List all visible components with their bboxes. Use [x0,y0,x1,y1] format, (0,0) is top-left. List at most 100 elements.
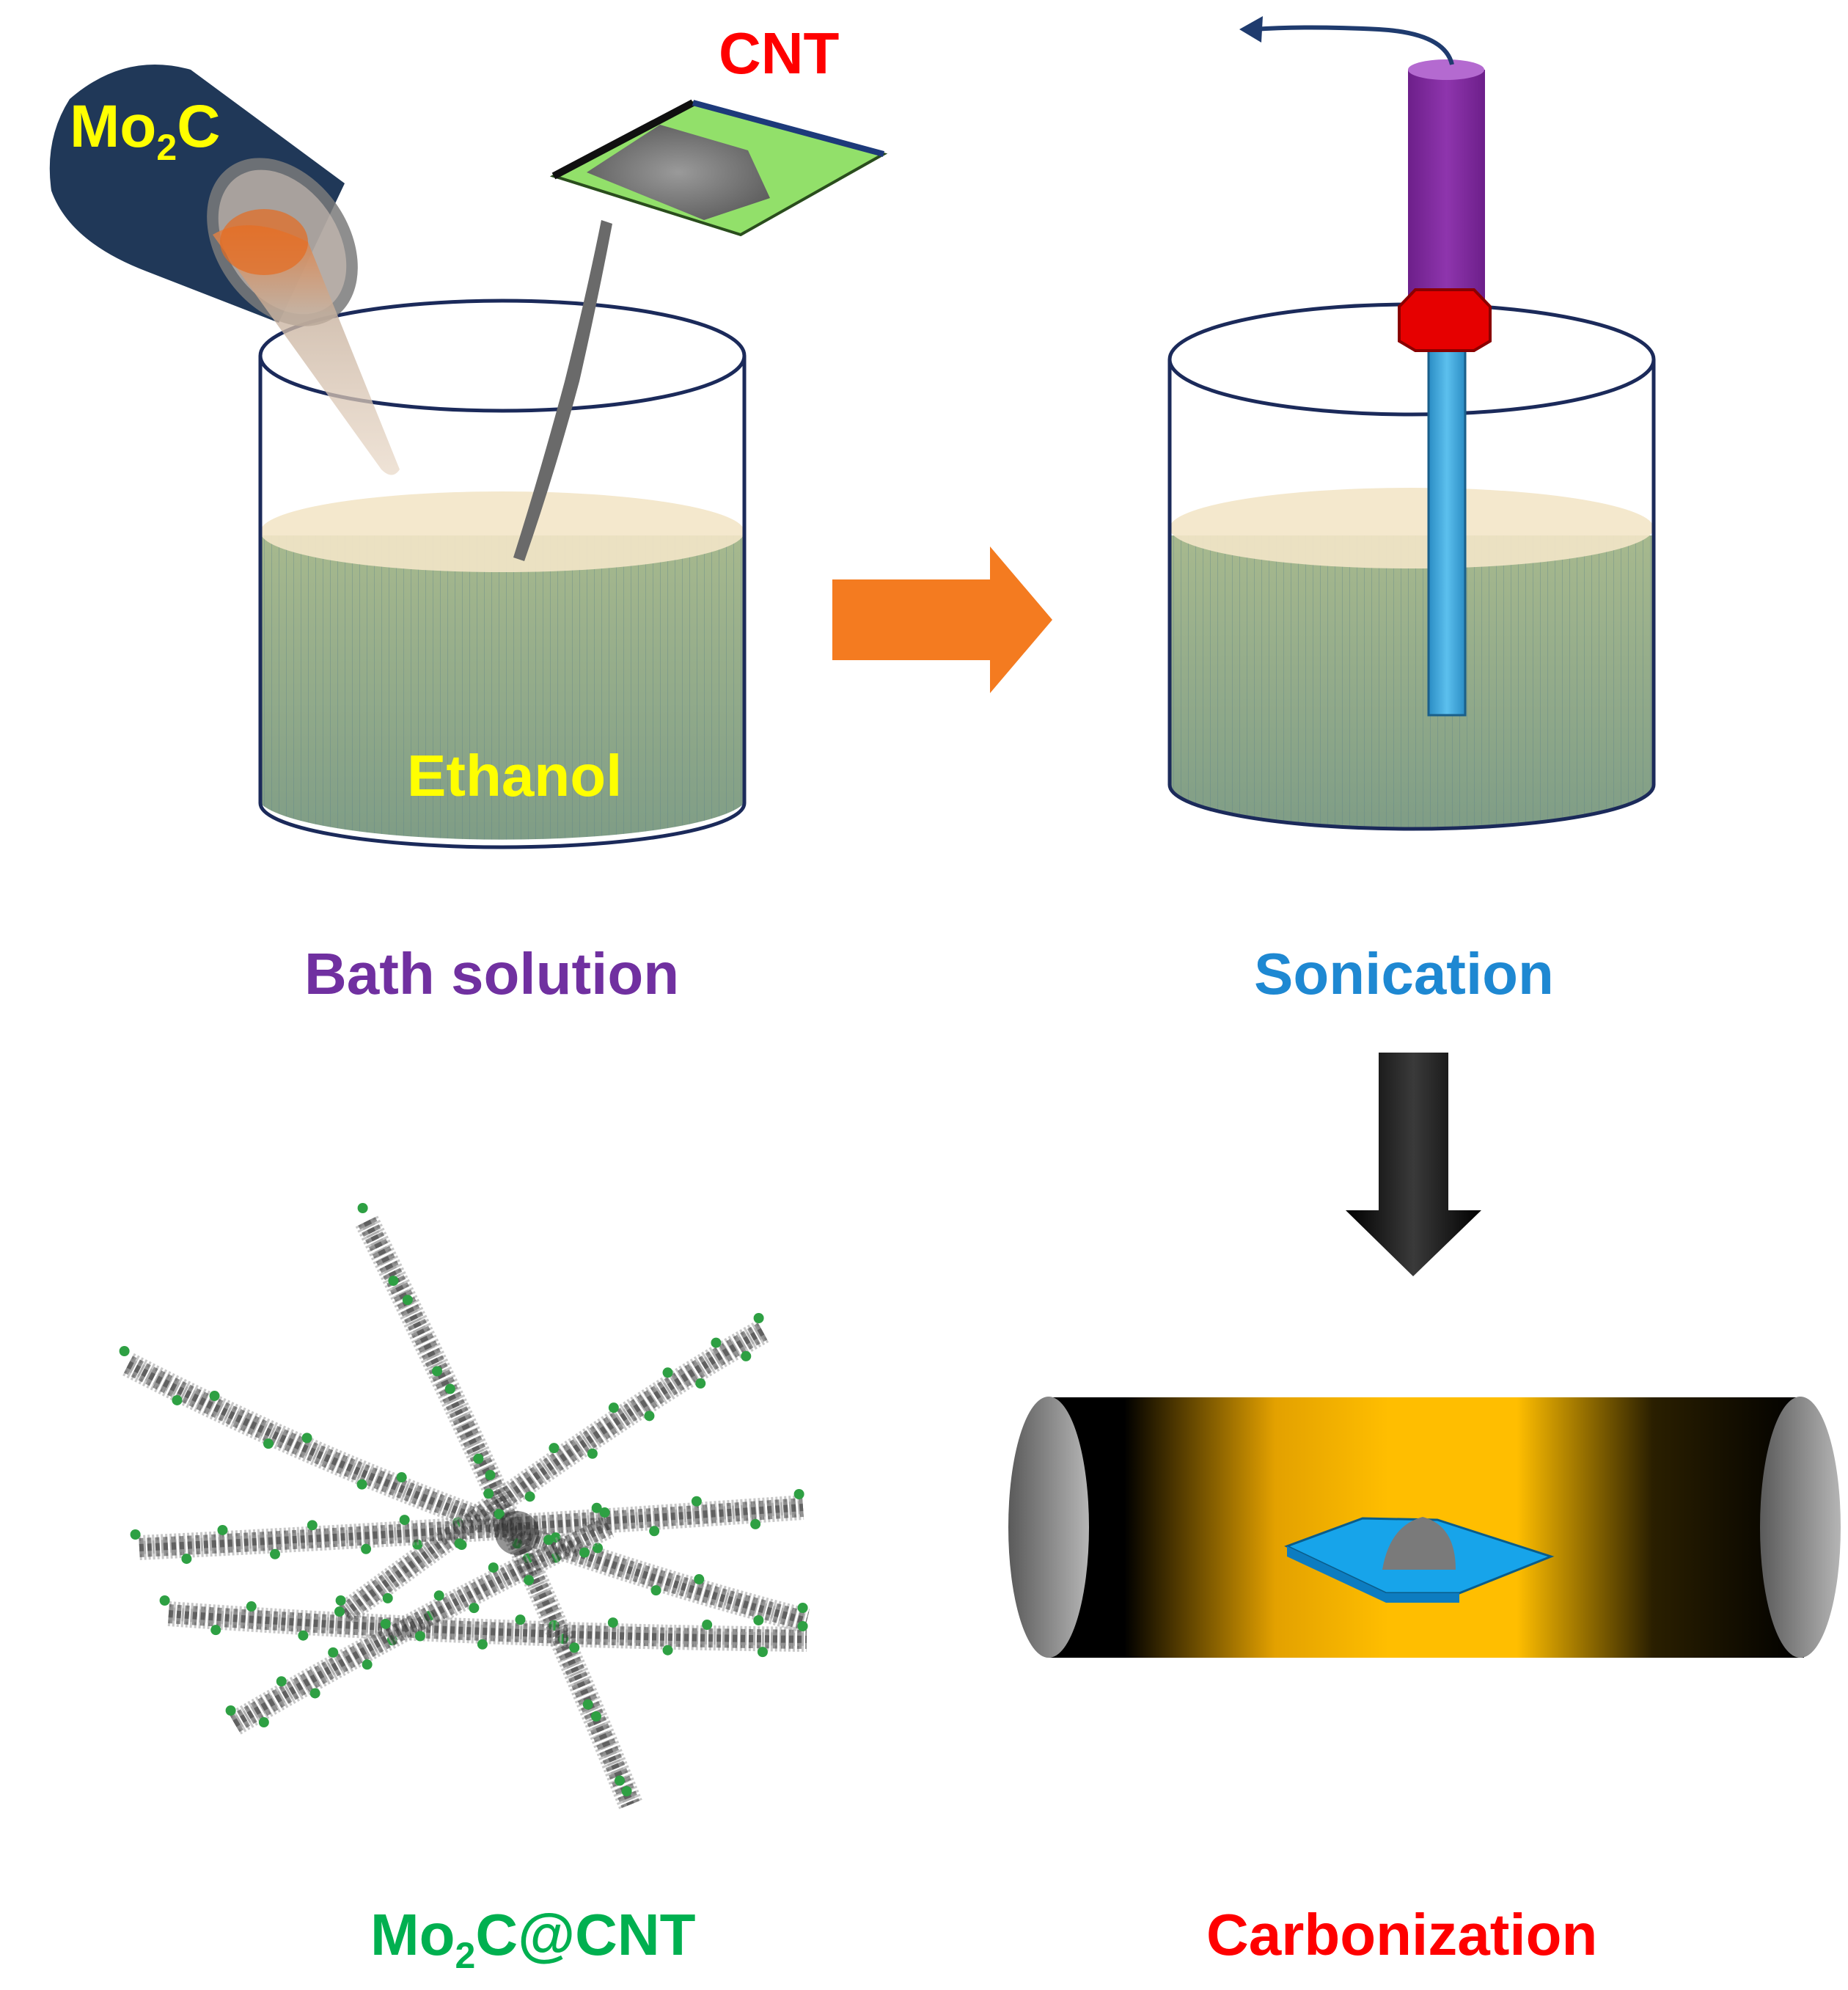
ethanol-label: Ethanol [407,743,622,808]
mo2c-nanoparticle [263,1438,274,1449]
mo2c-nanoparticle [181,1554,192,1565]
carbonization-caption: Carbonization [1206,1902,1597,1967]
mo2c-nanoparticle [225,1705,236,1716]
mo2c-nanoparticle [258,1717,269,1728]
mo2c-nanoparticle [662,1645,673,1656]
bath-solution-caption: Bath solution [304,941,679,1006]
mo2c-nanoparticle [591,1502,602,1513]
mo2c-nanoparticle [691,1496,702,1507]
mo2c-nanoparticle [433,1590,444,1601]
nanotube-wall [168,1610,807,1643]
mo2c-nanoparticle [753,1614,764,1625]
mo2c-nanoparticle [382,1592,393,1603]
mo2c-nanoparticle [217,1524,228,1535]
mo2c-nanoparticle [396,1472,407,1483]
nanotube-wall [139,1504,804,1551]
mo2c-nanoparticle [172,1394,183,1405]
mo2c-nanoparticle [753,1313,764,1323]
mo2c-nanoparticle [569,1642,580,1653]
mo2c-nanoparticle [388,1276,399,1287]
mo2c-nanoparticle [454,1538,465,1549]
mo2c-nanoparticle [793,1489,804,1499]
rotation-arrow [1253,25,1454,65]
product-caption: Mo2C@CNT [370,1902,696,1976]
down-arrow [1346,1053,1481,1276]
mo2c-nanoparticle [469,1603,480,1614]
mo2c-cnt-product [119,1203,810,1810]
mo2c-nanoparticle [599,1507,610,1518]
mo2c-nanoparticle [750,1518,761,1529]
mo2c-nanoparticle [309,1688,320,1699]
cnt-pour-stream [513,220,612,561]
sonication-beaker [1167,302,1656,831]
mo2c-powder-glow [220,209,308,275]
mo2c-nanoparticle [402,1295,413,1306]
mo2c-nanoparticle [414,1631,425,1642]
mo2c-nanoparticle [702,1620,713,1631]
bath-beaker [258,299,747,849]
cnt-label: CNT [719,21,840,86]
mo2c-nanoparticle [649,1526,660,1537]
mo2c-nanoparticle [119,1346,130,1356]
mo2c-nanoparticle [488,1562,499,1573]
process-arrow [832,546,1052,693]
mo2c-nanoparticle [614,1775,625,1786]
sonication-caption: Sonication [1254,941,1554,1006]
mo2c-nanoparticle [473,1453,484,1464]
mo2c-nanoparticle [662,1367,673,1378]
mo2c-nanoparticle [483,1488,494,1499]
mo2c-nanoparticle [159,1595,170,1606]
mo2c-nanoparticle [797,1603,808,1613]
mo2c-nanoparticle [301,1433,312,1444]
mo2c-nanoparticle [524,1575,535,1586]
mo2c-nanoparticle [357,1203,368,1213]
mo2c-nanoparticle [579,1547,590,1558]
mo2c-nanoparticle [587,1448,598,1459]
mo2c-nanoparticle [485,1469,496,1480]
nanotube-wall [126,1361,808,1625]
mo2c-nanoparticle [590,1711,601,1722]
mo2c-nanoparticle [298,1630,309,1641]
mo2c-nanoparticle [593,1543,604,1554]
mo2c-nanoparticle [644,1411,655,1422]
mo2c-nanoparticle [608,1402,619,1413]
mo2c-nanoparticle [711,1337,722,1348]
mo2c-pour-stream [213,225,400,475]
mo2c-nanoparticle [695,1378,706,1389]
nanotube-wall [232,1522,611,1727]
mo2c-nanoparticle [477,1639,488,1650]
mo2c-nanoparticle [328,1647,339,1658]
nanotube-wall [342,1328,765,1617]
mo2c-nanoparticle [494,1509,505,1520]
mo2c-nanoparticle [270,1548,281,1559]
mo2c-nanoparticle [607,1617,618,1628]
mo2c-nanoparticle [380,1618,391,1629]
mo2c-nanoparticle [543,1534,554,1545]
mo2c-nanoparticle [621,1786,632,1796]
mo2c-nanoparticle [334,1606,345,1617]
nanotube-wall [360,1218,637,1807]
mo2c-nanoparticle [209,1391,220,1402]
mo2c-nanoparticle [650,1585,661,1596]
mo2c-nanoparticle [362,1659,373,1670]
nanotube-junction [495,1511,539,1555]
mo2c-nanoparticle [432,1366,443,1377]
cnt-tray [549,99,888,237]
sonicator-probe [1398,59,1492,717]
mo2c-nanoparticle [757,1647,768,1658]
mo2c-nanoparticle [797,1621,808,1631]
mo2c-nanoparticle [130,1529,141,1540]
mo2c-nanoparticle [276,1676,287,1687]
mo2c-label: Mo2C [70,93,220,168]
mo2c-nanoparticle [524,1491,535,1502]
mo2c-nanoparticle [694,1574,705,1585]
rotation-arrowhead [1239,16,1263,43]
mo2c-nanoparticle [210,1625,221,1636]
mo2c-nanoparticle [582,1699,593,1710]
mo2c-nanoparticle [356,1479,367,1490]
mo2c-nanoparticle [246,1601,257,1612]
mo2c-nanoparticle [549,1443,560,1454]
mo2c-nanoparticle [444,1383,455,1394]
mo2c-nanoparticle [335,1595,346,1606]
